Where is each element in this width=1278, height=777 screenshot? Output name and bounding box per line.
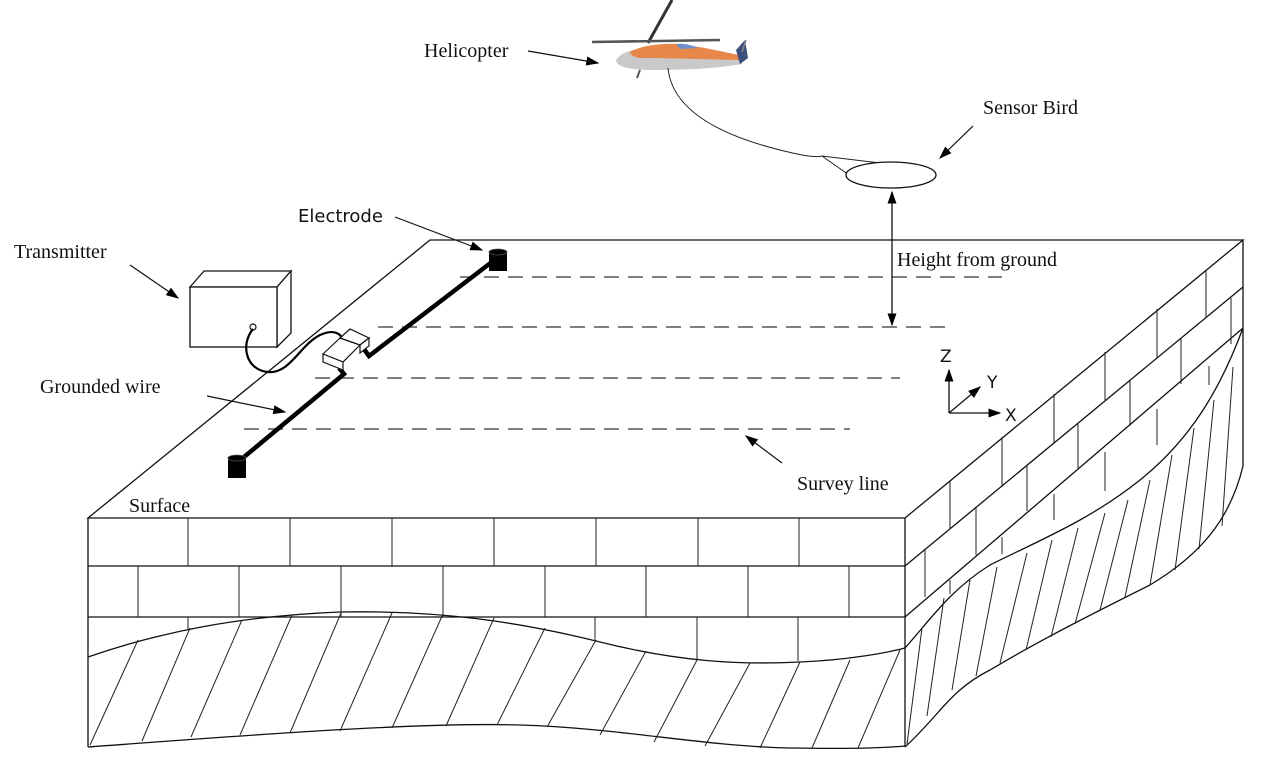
surface-label: Surface (129, 495, 190, 517)
transmitter-label: Transmitter (14, 241, 107, 263)
x-axis-label: X (1005, 406, 1017, 426)
rotor-blade-vertical (646, 0, 674, 44)
y-axis-label: Y (986, 373, 998, 393)
tow-cable (667, 67, 823, 158)
grounded-wire-label: Grounded wire (40, 376, 161, 398)
earth-block (86, 239, 1245, 750)
electrode-far (488, 248, 508, 271)
helicopter-label: Helicopter (424, 40, 509, 62)
front-brick-layer (88, 518, 905, 661)
grounded-wire-lower (236, 366, 348, 464)
survey-line-label: Survey line (797, 473, 889, 495)
z-axis-label: Z (940, 347, 952, 367)
electrode-near (227, 454, 247, 478)
helicopter-image (591, 0, 748, 79)
y-axis-arrow (948, 386, 981, 414)
survey-lines (244, 276, 1002, 430)
height-from-ground-label: Height from ground (897, 249, 1057, 271)
electrode-pointer (394, 216, 484, 251)
grounded-wire-assembly (227, 248, 508, 478)
front-hatched-layer (87, 611, 906, 750)
coordinate-axes: Z Y X (940, 347, 1017, 426)
electrode-label: Electrode (298, 206, 383, 227)
sensor-bird-pointer (939, 125, 974, 159)
transmitter-box (188, 269, 347, 374)
transmitter-pointer (129, 264, 180, 299)
transmitter-cable (245, 328, 347, 374)
sensor-bird (821, 155, 937, 189)
survey-line-pointer (744, 435, 783, 464)
rotor-blade-horizontal (591, 38, 721, 44)
side-hatched-layer (904, 327, 1244, 748)
side-brick-layer (904, 270, 1244, 618)
sensor-bird-label: Sensor Bird (983, 97, 1078, 119)
grounded-wire-pointer (206, 395, 287, 415)
helicopter-pointer (527, 50, 600, 66)
